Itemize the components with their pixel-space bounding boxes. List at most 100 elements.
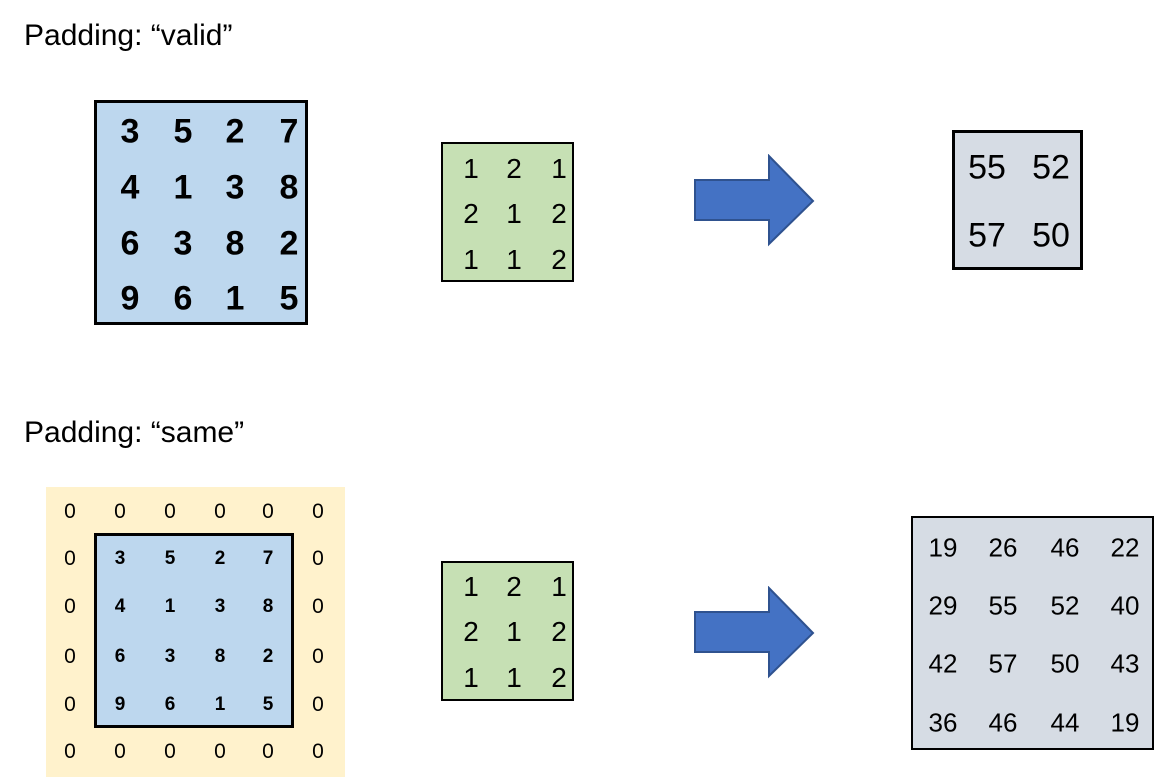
padding-zero-cell: 0: [312, 500, 324, 523]
input-valid-cell: 8: [225, 224, 245, 263]
output-same-cell: 57: [988, 648, 1018, 679]
output-valid-cell: 57: [968, 216, 1006, 255]
output-same-cell: 19: [1110, 707, 1140, 738]
input-same-cell: 6: [114, 646, 126, 667]
input-same-cell: 7: [262, 548, 274, 569]
kernel-valid-cell: 2: [506, 153, 522, 184]
padding-zero-cell: 0: [64, 547, 76, 570]
padding-zero-cell: 0: [64, 595, 76, 618]
padding-zero-cell: 0: [64, 645, 76, 668]
padding-zero-cell: 0: [214, 740, 226, 763]
input-valid-cell: 3: [120, 112, 140, 151]
input-valid-cell: 2: [225, 112, 245, 151]
output-same-cell: 19: [928, 532, 958, 563]
input-same-cell: 3: [114, 548, 126, 569]
kernel-valid-cell: 2: [463, 198, 479, 229]
output-same-cell: 46: [988, 707, 1018, 738]
input-same-cell: 3: [164, 646, 176, 667]
title-padding-valid: Padding: “valid”: [24, 19, 233, 52]
input-valid-cell: 8: [279, 168, 299, 207]
kernel-same-cell: 1: [506, 616, 522, 647]
input-same-cell: 9: [114, 694, 126, 715]
input-same-cell: 8: [214, 646, 226, 667]
kernel-valid-cell: 1: [506, 244, 522, 275]
input-valid-cell: 4: [120, 168, 140, 207]
input-valid-cell: 3: [225, 168, 245, 207]
output-same-cell: 26: [988, 532, 1018, 563]
output-same-cell: 46: [1050, 532, 1080, 563]
output-matrix-valid: 55 52 57 50: [952, 130, 1083, 270]
output-same-cell: 29: [928, 590, 958, 621]
padding-zero-cell: 0: [312, 595, 324, 618]
padding-zero-cell: 0: [262, 500, 274, 523]
padding-zero-cell: 0: [214, 500, 226, 523]
output-valid-cell: 55: [968, 148, 1006, 187]
input-valid-cell: 6: [120, 224, 140, 263]
input-same-cell: 2: [262, 646, 274, 667]
right-arrow-icon: [694, 586, 815, 679]
padding-zero-cell: 0: [312, 740, 324, 763]
input-same-cell: 5: [262, 694, 274, 715]
title-padding-same: Padding: “same”: [24, 416, 245, 449]
output-same-cell: 42: [928, 648, 958, 679]
input-valid-cell: 1: [173, 168, 193, 207]
padding-zero-cell: 0: [114, 740, 126, 763]
input-same-cell: 5: [164, 548, 176, 569]
padding-zero-cell: 0: [64, 693, 76, 716]
input-valid-cell: 2: [279, 224, 299, 263]
padding-zero-cell: 0: [312, 645, 324, 668]
kernel-same-cell: 2: [551, 616, 567, 647]
kernel-valid-cell: 1: [463, 153, 479, 184]
input-matrix-same: 3 5 2 7 4 1 3 8 6 3 8 2 9 6 1 5: [94, 533, 294, 728]
kernel-same-cell: 1: [506, 662, 522, 693]
input-valid-cell: 7: [279, 112, 299, 151]
padding-zero-cell: 0: [312, 547, 324, 570]
padding-zero-cell: 0: [64, 740, 76, 763]
kernel-same-cell: 1: [551, 571, 567, 602]
input-same-cell: 1: [164, 596, 176, 617]
kernel-same-cell: 1: [463, 571, 479, 602]
padding-zero-cell: 0: [64, 500, 76, 523]
input-valid-cell: 9: [120, 279, 140, 318]
padding-zero-cell: 0: [164, 500, 176, 523]
padding-zero-cell: 0: [114, 500, 126, 523]
output-same-cell: 44: [1050, 707, 1080, 738]
input-valid-cell: 3: [173, 224, 193, 263]
input-valid-cell: 5: [173, 112, 193, 151]
kernel-same-cell: 1: [463, 662, 479, 693]
kernel-valid-cell: 1: [463, 244, 479, 275]
input-same-cell: 3: [214, 596, 226, 617]
input-same-cell: 8: [262, 596, 274, 617]
output-same-cell: 40: [1110, 590, 1140, 621]
input-same-cell: 1: [214, 694, 226, 715]
kernel-valid-cell: 1: [506, 198, 522, 229]
output-same-cell: 52: [1050, 590, 1080, 621]
input-same-cell: 2: [214, 548, 226, 569]
input-same-cell: 6: [164, 694, 176, 715]
kernel-same-cell: 2: [551, 662, 567, 693]
padding-zero-cell: 0: [262, 740, 274, 763]
output-matrix-same: 19 26 46 22 29 55 52 40 42 57 50 43 36 46 44 19: [911, 516, 1154, 750]
output-valid-cell: 50: [1032, 216, 1070, 255]
kernel-valid-cell: 1: [551, 153, 567, 184]
output-same-cell: 36: [928, 707, 958, 738]
kernel-same-cell: 2: [463, 616, 479, 647]
padding-zero-cell: 0: [312, 693, 324, 716]
output-same-cell: 22: [1110, 532, 1140, 563]
kernel-valid-cell: 2: [551, 198, 567, 229]
input-valid-cell: 6: [173, 279, 193, 318]
padding-zero-cell: 0: [164, 740, 176, 763]
output-same-cell: 50: [1050, 648, 1080, 679]
input-same-cell: 4: [114, 596, 126, 617]
input-valid-cell: 5: [279, 279, 299, 318]
output-same-cell: 43: [1110, 648, 1140, 679]
right-arrow-icon: [694, 154, 815, 247]
kernel-valid-cell: 2: [551, 244, 567, 275]
input-valid-cell: 1: [225, 279, 245, 318]
output-valid-cell: 52: [1032, 148, 1070, 187]
output-same-cell: 55: [988, 590, 1018, 621]
kernel-same-cell: 2: [506, 571, 522, 602]
